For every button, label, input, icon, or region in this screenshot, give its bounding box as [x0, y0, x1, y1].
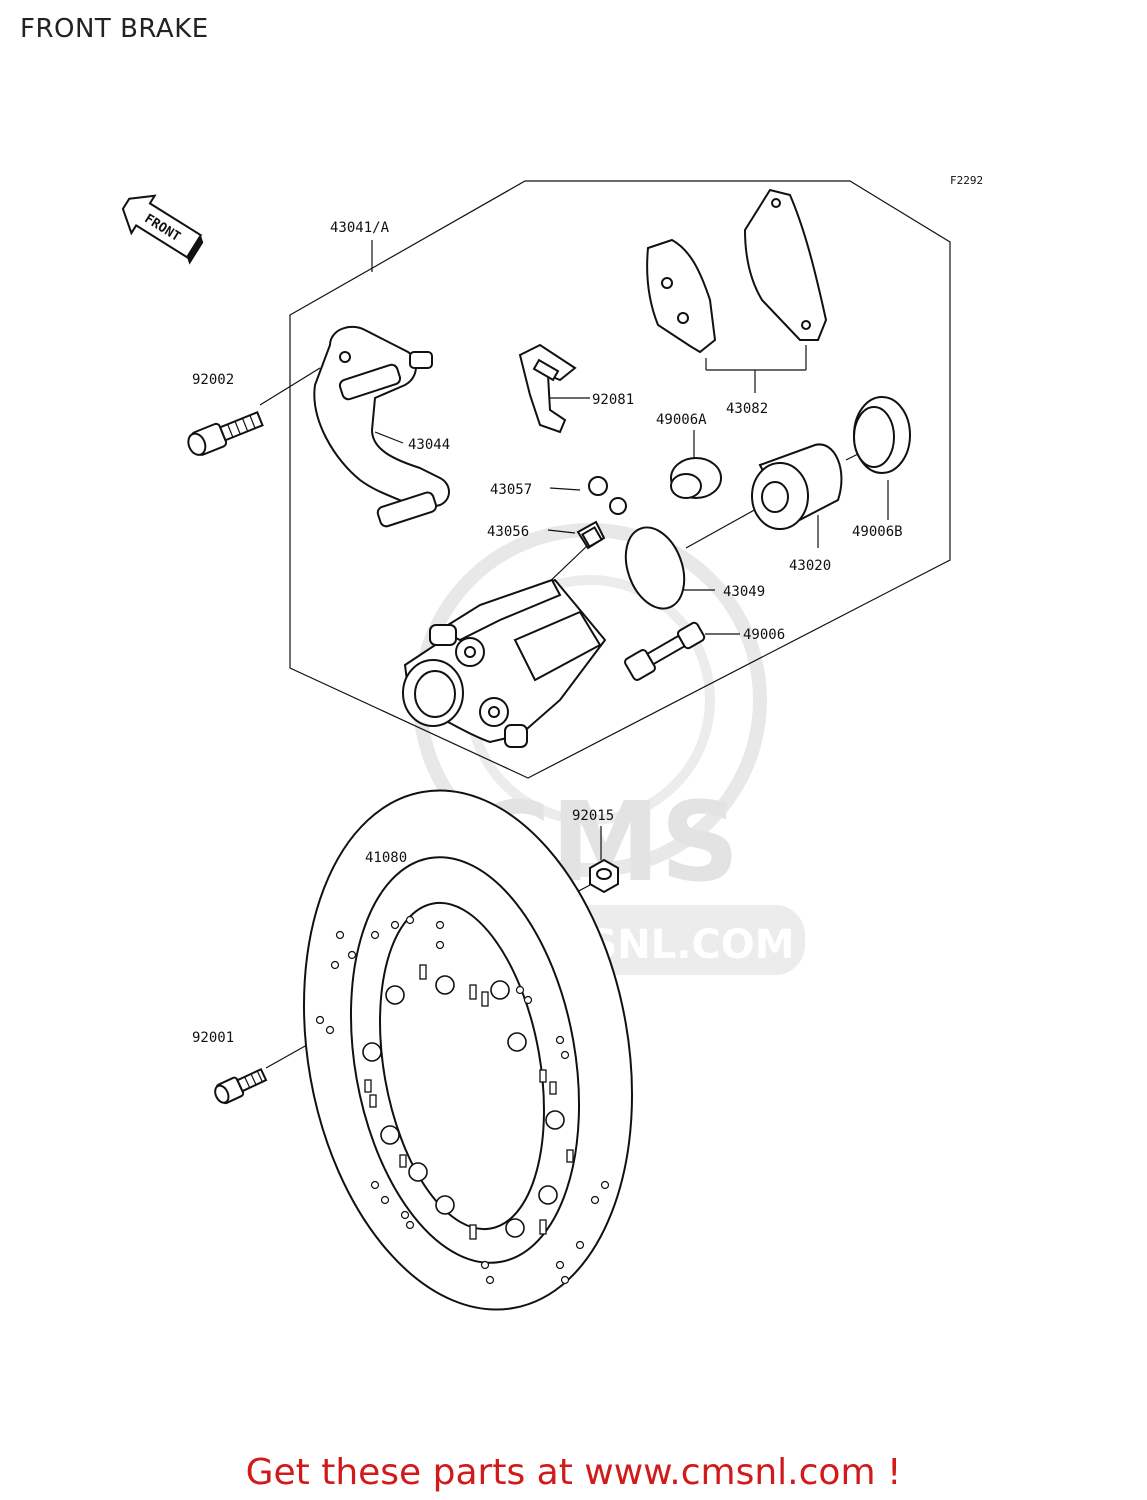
callout-43020: 43020 — [789, 558, 831, 574]
bolt-92002 — [187, 410, 264, 456]
bolt-92001 — [214, 1067, 268, 1105]
piston-seal — [853, 396, 911, 474]
callout-43056: 43056 — [487, 524, 529, 540]
callout-92015: 92015 — [572, 808, 614, 824]
o-ring — [624, 526, 686, 610]
callout-43082: 43082 — [726, 401, 768, 417]
piston — [751, 443, 843, 530]
brake-pads — [646, 188, 828, 354]
callout-92002: 92002 — [192, 372, 234, 388]
callout-43044: 43044 — [408, 437, 450, 453]
part-callouts: 43041/A 92002 43044 92081 43082 49006A 4… — [192, 220, 903, 1046]
caliper-assembly-outline — [289, 180, 951, 779]
nut-92015 — [589, 858, 619, 894]
brake-disc — [302, 789, 634, 1311]
callout-43041: 43041/A — [330, 220, 390, 236]
callout-41080: 41080 — [365, 850, 407, 866]
callout-49006b: 49006B — [852, 524, 903, 540]
bleeder-valve — [576, 520, 606, 550]
slide-pin — [624, 621, 706, 681]
caliper-body — [402, 578, 607, 748]
callout-92001: 92001 — [192, 1030, 234, 1046]
callout-92081: 92081 — [592, 392, 634, 408]
front-arrow-icon: FRONT — [121, 194, 204, 265]
caliper-bracket — [313, 325, 450, 528]
callout-49006a: 49006A — [656, 412, 707, 428]
parts-diagram: CMS WWW.CMSNL.COM F2292 FRONT — [121, 174, 983, 1311]
figure-code: F2292 — [950, 174, 983, 187]
callout-43057: 43057 — [490, 482, 532, 498]
callout-49006: 49006 — [743, 627, 785, 643]
footer-link[interactable]: Get these parts at www.cmsnl.com ! — [245, 1452, 902, 1493]
dust-boot-49006a — [670, 457, 722, 499]
page-title: FRONT BRAKE — [20, 14, 209, 44]
pad-spring — [518, 343, 577, 434]
bleeder-cap — [588, 476, 627, 515]
callout-43049: 43049 — [723, 584, 765, 600]
